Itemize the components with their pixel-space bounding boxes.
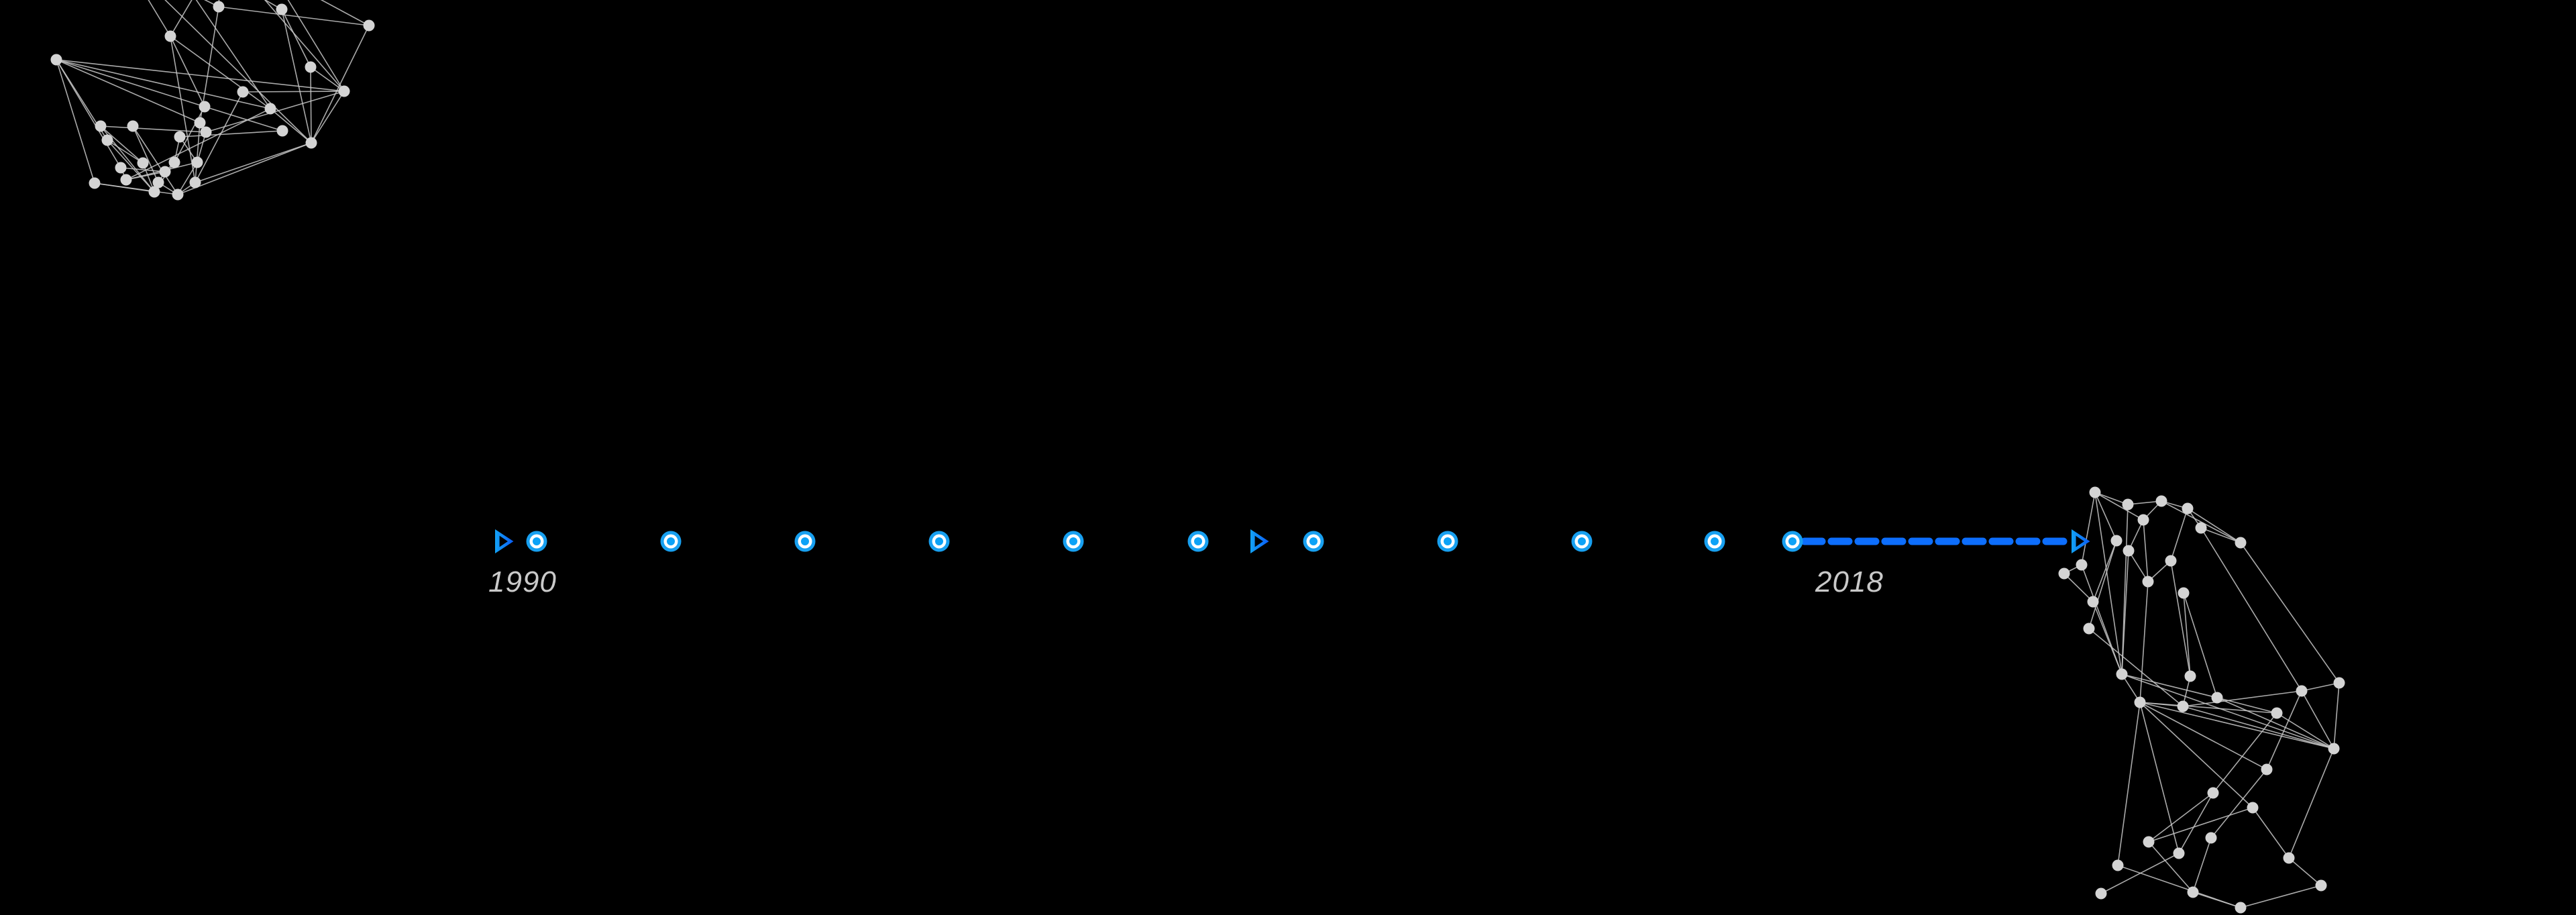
timeline-node-7[interactable]: [1303, 531, 1324, 552]
timeline-end-arrow-inner: [2076, 535, 2084, 547]
timeline-node-3-core: [801, 537, 809, 545]
timeline-mid-arrow-inner: [1254, 535, 1263, 547]
timeline-start-arrow-inner: [499, 535, 508, 547]
timeline-node-1-core: [533, 537, 541, 545]
timeline-node-4-core: [935, 537, 943, 545]
timeline-node-8-core: [1444, 537, 1452, 545]
timeline-node-10[interactable]: [1704, 531, 1725, 552]
timeline-node-10-core: [1711, 537, 1719, 545]
timeline-node-3[interactable]: [794, 531, 816, 552]
timeline-node-11-core: [1788, 537, 1796, 545]
timeline-end-year-label: 2018: [1815, 566, 1884, 598]
timeline-node-8[interactable]: [1437, 531, 1458, 552]
timeline-start-year-label: 1990: [488, 566, 557, 598]
timeline-node-9-core: [1578, 537, 1586, 545]
timeline-node-2-core: [667, 537, 675, 545]
timeline-node-6-core: [1194, 537, 1202, 545]
timeline-node-2[interactable]: [660, 531, 682, 552]
timeline-node-11[interactable]: [1782, 531, 1803, 552]
timeline-node-5-core: [1069, 537, 1077, 545]
timeline-node-1[interactable]: [526, 531, 547, 552]
timeline-node-5[interactable]: [1063, 531, 1084, 552]
timeline-node-7-core: [1309, 537, 1318, 545]
timeline-node-9[interactable]: [1571, 531, 1593, 552]
timeline-node-6[interactable]: [1187, 531, 1209, 552]
timeline-node-4[interactable]: [928, 531, 950, 552]
